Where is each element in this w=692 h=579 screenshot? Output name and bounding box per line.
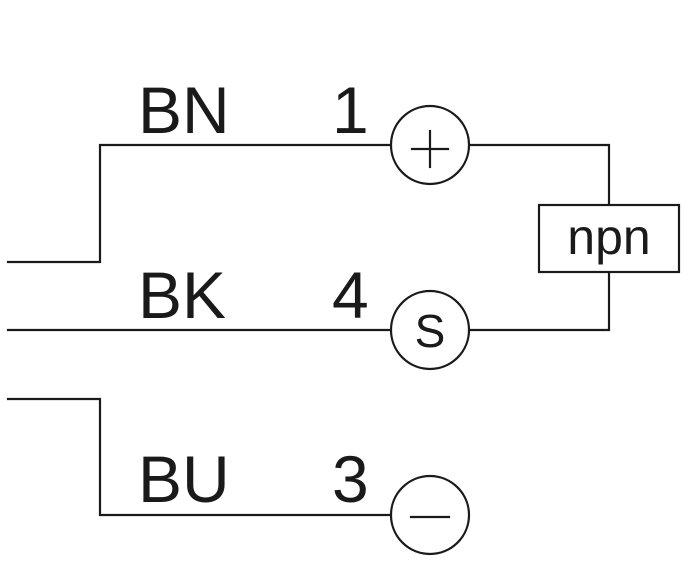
wire-bn-line — [6, 143, 394, 264]
terminal-minus-circle — [389, 474, 471, 556]
plus-icon — [410, 129, 450, 169]
wire-bn-label: BN — [138, 73, 230, 147]
terminal-signal-circle — [389, 289, 471, 371]
plus-to-npn-line — [467, 143, 611, 207]
wire-bn: BN 1 — [6, 73, 394, 264]
wire-bk: BK 4 — [6, 258, 394, 332]
terminal-minus — [389, 474, 471, 556]
terminal-signal: S — [389, 289, 471, 371]
pin-4-label: 4 — [332, 258, 369, 332]
wire-bu-line — [6, 397, 394, 517]
wire-bu: BU 3 — [6, 397, 394, 517]
npn-box-label: npn — [567, 209, 650, 265]
npn-box-frame — [537, 203, 681, 274]
pin-3-label: 3 — [332, 442, 369, 516]
npn-box: npn — [537, 203, 681, 274]
wire-bk-label: BK — [138, 258, 226, 332]
signal-to-npn-line — [467, 270, 611, 332]
terminal-signal-label: S — [415, 305, 446, 357]
terminal-plus — [389, 104, 471, 186]
wire-bu-label: BU — [138, 442, 230, 516]
pin-1-label: 1 — [332, 73, 369, 147]
